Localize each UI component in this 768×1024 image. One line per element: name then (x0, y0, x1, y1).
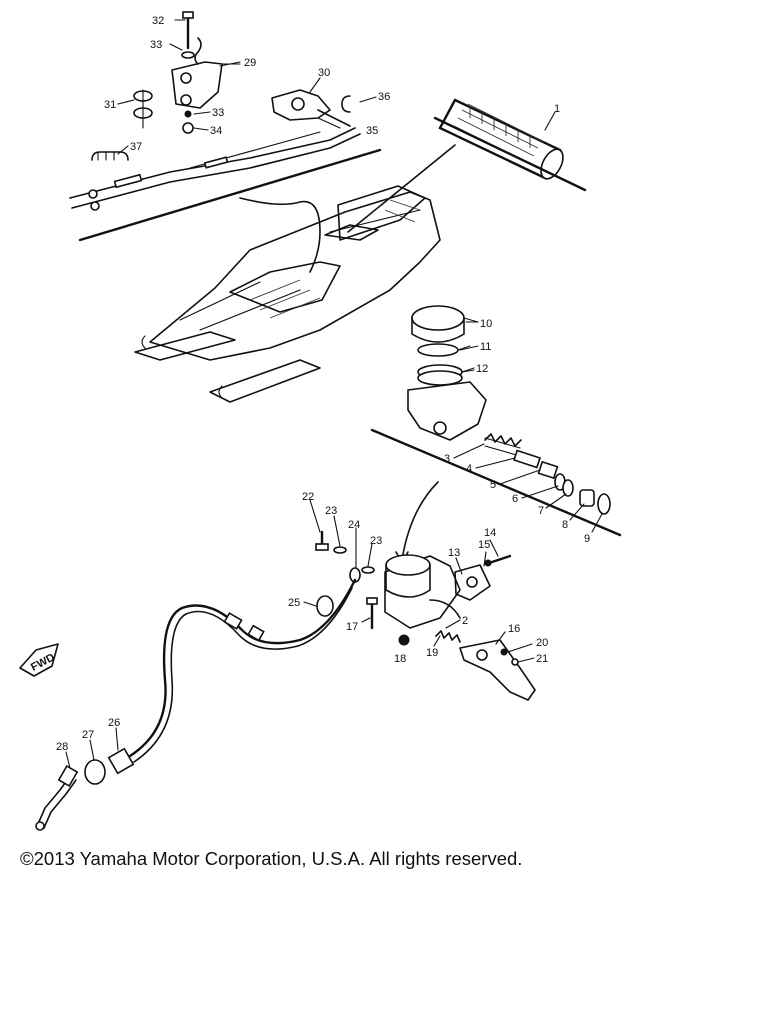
master-cylinder-cap-assembly (407, 305, 487, 441)
leader-lines (65, 19, 603, 769)
panel-border-top (78, 148, 382, 242)
part-label: 3 (444, 453, 450, 465)
part-label: 19 (426, 647, 438, 659)
fwd-arrow: FWD (19, 643, 59, 677)
part-label: 33 (212, 107, 224, 119)
part-label: 36 (378, 91, 390, 103)
part-label: 10 (480, 318, 492, 330)
part-label: 37 (130, 141, 142, 153)
part-label: 28 (56, 741, 68, 753)
bracket-group (91, 11, 241, 161)
part-label: 26 (108, 717, 120, 729)
part-label: 30 (318, 67, 330, 79)
part-label: 23 (370, 535, 382, 547)
part-label: 33 (150, 39, 162, 51)
part-label: 11 (480, 341, 491, 353)
part-label: 4 (466, 463, 472, 475)
part-label: 34 (210, 125, 222, 137)
part-label: 32 (152, 15, 164, 27)
part-label: 1 (554, 103, 560, 115)
parts-diagram: FWD (19, 11, 622, 831)
part-label: 5 (490, 479, 496, 491)
throttle-cables (69, 89, 361, 211)
part-label: 18 (394, 653, 406, 665)
part-label: 6 (512, 493, 518, 505)
leader-arrow (401, 481, 439, 561)
part-label: 7 (538, 505, 544, 517)
part-label: 21 (536, 653, 548, 665)
snowmobile-body (134, 185, 441, 403)
panel-border-mid (370, 428, 622, 537)
part-label: 8 (562, 519, 568, 531)
handlebar-grip (347, 98, 587, 233)
part-label: 29 (244, 57, 256, 69)
copyright-notice: ©2013 Yamaha Motor Corporation, U.S.A. A… (20, 848, 523, 869)
part-label: 24 (348, 519, 360, 531)
part-label: 14 (484, 527, 496, 539)
part-label: 2 (462, 615, 468, 627)
part-label: 13 (448, 547, 460, 559)
part-label: 17 (346, 621, 358, 633)
piston-assembly (484, 433, 611, 515)
part-label: 12 (476, 363, 488, 375)
part-label: 23 (325, 505, 337, 517)
brake-hose (35, 578, 357, 831)
part-label: 20 (536, 637, 548, 649)
part-label: 16 (508, 623, 520, 635)
part-label: 27 (82, 729, 94, 741)
exploded-view-svg: FWD (19, 11, 622, 831)
part-label: 22 (302, 491, 314, 503)
part-label: 9 (584, 533, 590, 545)
part-label: 15 (478, 539, 490, 551)
part-label: 35 (366, 125, 378, 137)
part-label: 25 (288, 597, 300, 609)
part-label: 31 (104, 99, 116, 111)
part-number-labels: 32 33 29 31 33 34 30 36 35 37 1 10 11 12… (56, 15, 590, 753)
brake-lever-assembly (315, 530, 536, 701)
